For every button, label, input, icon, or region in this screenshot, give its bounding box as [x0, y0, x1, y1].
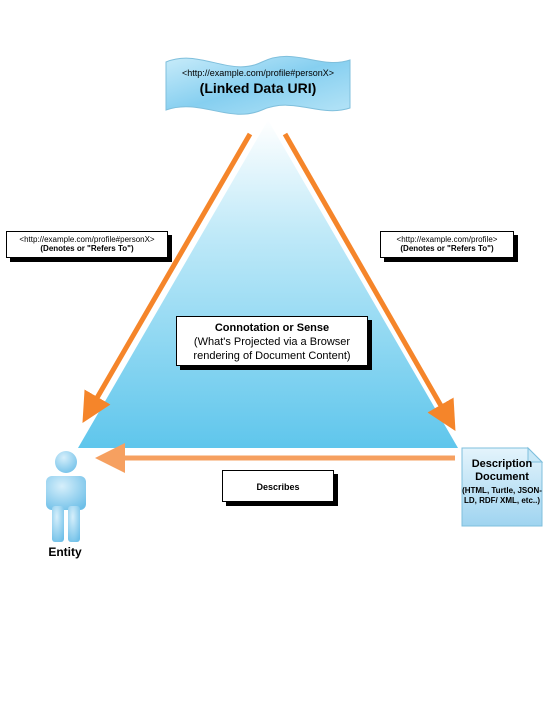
sense-label-box: Connotation or Sense (What's Projected v…: [176, 316, 368, 366]
document-title: Description Document: [471, 458, 533, 483]
right-edge-relation: (Denotes or "Refers To"): [400, 244, 494, 253]
entity-label: Entity: [48, 545, 82, 559]
document-formats: (HTML, Turtle, JSON-LD, RDF/ XML, etc..): [462, 486, 542, 505]
left-edge-label-box: <http://example.com/profile#personX> (De…: [6, 231, 168, 258]
left-edge-relation: (Denotes or "Refers To"): [40, 244, 134, 253]
left-edge-uri: <http://example.com/profile#personX>: [19, 235, 155, 244]
right-edge-uri: <http://example.com/profile>: [396, 235, 498, 244]
describes-label-box: Describes: [222, 470, 334, 502]
sense-title: Connotation or Sense: [214, 322, 330, 334]
right-edge-label-box: <http://example.com/profile> (Denotes or…: [380, 231, 514, 258]
document-icon: [461, 446, 544, 527]
document-label: Description Document (HTML, Turtle, JSON…: [462, 458, 542, 506]
banner-name-text: (Linked Data URI): [199, 80, 317, 96]
linked-data-uri-label: <http://example.com/profile#personX> (Li…: [168, 68, 348, 96]
banner-uri-text: <http://example.com/profile#personX>: [181, 68, 335, 78]
right-denotes-arrow: [282, 132, 456, 432]
describes-label: Describes: [256, 482, 300, 492]
wavy-banner-icon: [165, 55, 351, 115]
sense-triangle: [78, 120, 458, 448]
sense-description: (What's Projected via a Browser renderin…: [193, 336, 351, 362]
left-denotes-arrow: [82, 132, 253, 423]
person-icon: [46, 451, 86, 542]
